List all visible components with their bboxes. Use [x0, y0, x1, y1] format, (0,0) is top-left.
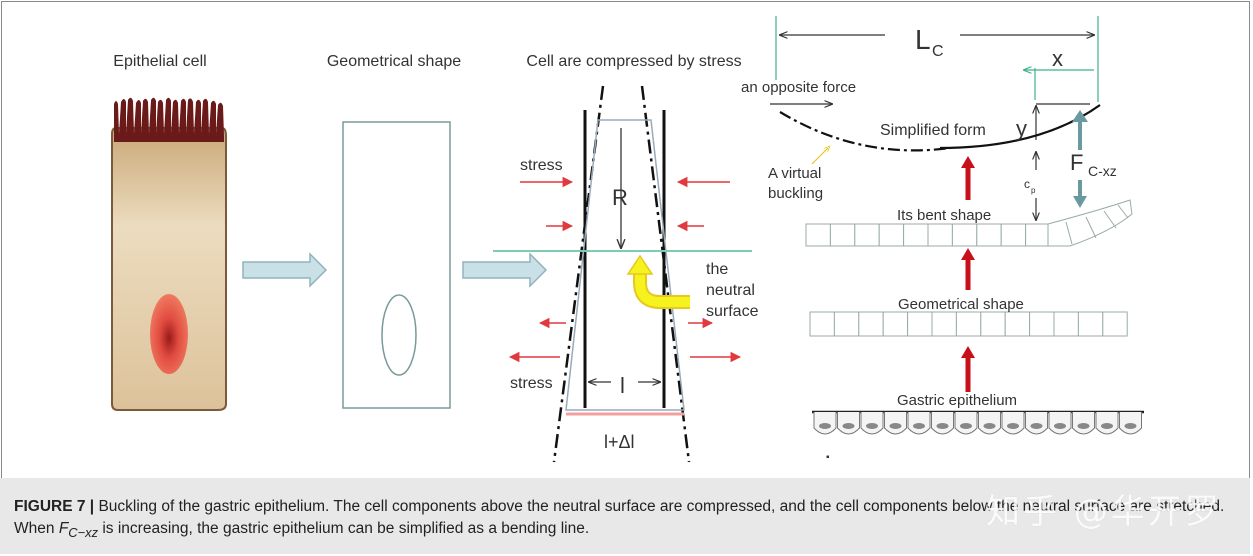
gastric-cell-nucleus: [1007, 423, 1019, 429]
figure-caption: FIGURE 7 | Buckling of the gastric epith…: [0, 478, 1250, 554]
bent-tail: [1047, 199, 1133, 247]
geometrical-shape-label: Geometrical shape: [898, 296, 1024, 313]
virtual-buckling-curve: [779, 111, 951, 152]
figure-diagram: Epithelial cell Geometrical shape Cell a…: [111, 16, 1144, 463]
geometrical-cell: [1077, 311, 1104, 337]
geometrical-shape-row: [809, 311, 1128, 337]
caption-label: FIGURE 7 |: [14, 498, 95, 515]
bent-cell: [805, 223, 831, 247]
geometrical-cell: [1102, 311, 1128, 337]
gastric-cell-nucleus: [1124, 423, 1137, 429]
cp-label: c: [1024, 177, 1030, 191]
compression-diagram: [493, 85, 752, 463]
stress-label-top: stress: [520, 157, 563, 174]
gastric-epithelium-label: Gastric epithelium: [897, 392, 1017, 409]
geometrical-nucleus: [381, 294, 417, 376]
gastric-cell-nucleus: [960, 423, 972, 429]
gastric-epithelium-row: [812, 410, 1144, 435]
y-label: y: [1016, 116, 1027, 141]
gastric-cell-nucleus: [819, 423, 831, 429]
geometrical-cell: [858, 311, 884, 337]
gastric-cell-nucleus: [842, 423, 855, 429]
force-arrowhead: [1072, 110, 1088, 122]
virtual-label-2: buckling: [768, 185, 823, 202]
gastric-cell-nucleus: [1030, 423, 1043, 429]
geometrical-cell: [1029, 311, 1055, 337]
bent-cell: [976, 223, 1002, 247]
gastric-cell-nucleus: [913, 423, 925, 429]
gastric-cell-nucleus: [983, 423, 996, 429]
epithelial-cell-title: Epithelial cell: [113, 53, 206, 70]
compressed-title: Cell are compressed by stress: [526, 53, 741, 70]
virtual-pointer: [811, 148, 828, 165]
caption-text-2: is increasing, the gastric epithelium ca…: [98, 520, 590, 537]
deformed-cell: [565, 119, 685, 411]
red-up-arrowhead-2: [961, 248, 975, 260]
caption-text-1: Buckling of the gastric epithelium. The …: [14, 498, 1225, 537]
cp-subscript: p: [1031, 186, 1036, 195]
neutral-label-1: the: [706, 261, 728, 278]
small-dot: ▪: [826, 452, 830, 463]
bent-shape-row: [805, 223, 1051, 247]
yellow-curve-fill: [635, 270, 690, 307]
flow-arrow-2: [462, 252, 548, 288]
simplified-form-label: Simplified form: [880, 122, 986, 139]
stress-label-bottom: stress: [510, 375, 553, 392]
force-subscript: C-xz: [1088, 163, 1117, 179]
bent-cell: [903, 223, 929, 247]
bent-cell: [829, 223, 856, 247]
virtual-label-1: A virtual: [768, 165, 821, 182]
watermark: 知乎 @华开罗: [986, 492, 1222, 532]
geometrical-shape-title: Geometrical shape: [327, 53, 461, 70]
bent-cell: [854, 223, 880, 247]
red-up-arrowhead-3: [961, 346, 975, 358]
geometrical-cell: [955, 311, 982, 337]
gastric-cell-nucleus: [1077, 423, 1090, 429]
geometrical-cell: [833, 311, 860, 337]
caption-variable: F: [58, 520, 69, 537]
simplified-form-curve: [939, 104, 1101, 150]
gastric-cell-nucleus: [866, 423, 878, 429]
bent-cell: [1000, 223, 1027, 247]
geometrical-cell: [980, 311, 1006, 337]
gastric-cell-nucleus: [889, 423, 902, 429]
geometrical-cell: [1004, 311, 1031, 337]
gastric-cell-nucleus: [1101, 423, 1113, 429]
red-up-arrowhead-1: [961, 156, 975, 168]
lc-subscript: C: [932, 43, 944, 60]
epithelial-cell-illustration: [111, 97, 227, 411]
geometrical-cell: [931, 311, 957, 337]
bent-cell: [1025, 223, 1051, 247]
l-delta-label: l+Δl: [604, 432, 635, 452]
neutral-label-2: neutral: [706, 282, 755, 299]
microvilli: [114, 97, 224, 142]
geometrical-cell: [907, 311, 933, 337]
l-label: l: [620, 373, 625, 398]
gastric-cell-nucleus: [936, 423, 949, 429]
flow-arrow-1: [242, 252, 328, 288]
geometrical-rectangle: [342, 121, 451, 409]
geometrical-cell: [1053, 311, 1079, 337]
lc-label: L: [915, 24, 931, 55]
radius-label: R: [612, 185, 628, 210]
yellow-arrowhead: [626, 254, 654, 275]
neutral-label-3: surface: [706, 303, 759, 320]
epithelial-cell-body: [111, 127, 227, 411]
nucleus: [150, 294, 188, 374]
buckling-diagram: [770, 16, 1101, 392]
bent-cell: [878, 223, 905, 247]
caption-variable-subscript: C−xz: [68, 525, 99, 541]
gastric-cell-nucleus: [1054, 423, 1066, 429]
geometrical-cell: [882, 311, 909, 337]
bent-shape-label: Its bent shape: [897, 207, 991, 224]
opposite-force-label: an opposite force: [741, 79, 856, 96]
bent-cell: [927, 223, 953, 247]
x-label: x: [1052, 46, 1063, 71]
geometrical-cell: [809, 311, 835, 337]
force-arrowhead-lower: [1073, 196, 1087, 208]
force-label: F: [1070, 150, 1083, 175]
bent-cell: [951, 223, 978, 247]
